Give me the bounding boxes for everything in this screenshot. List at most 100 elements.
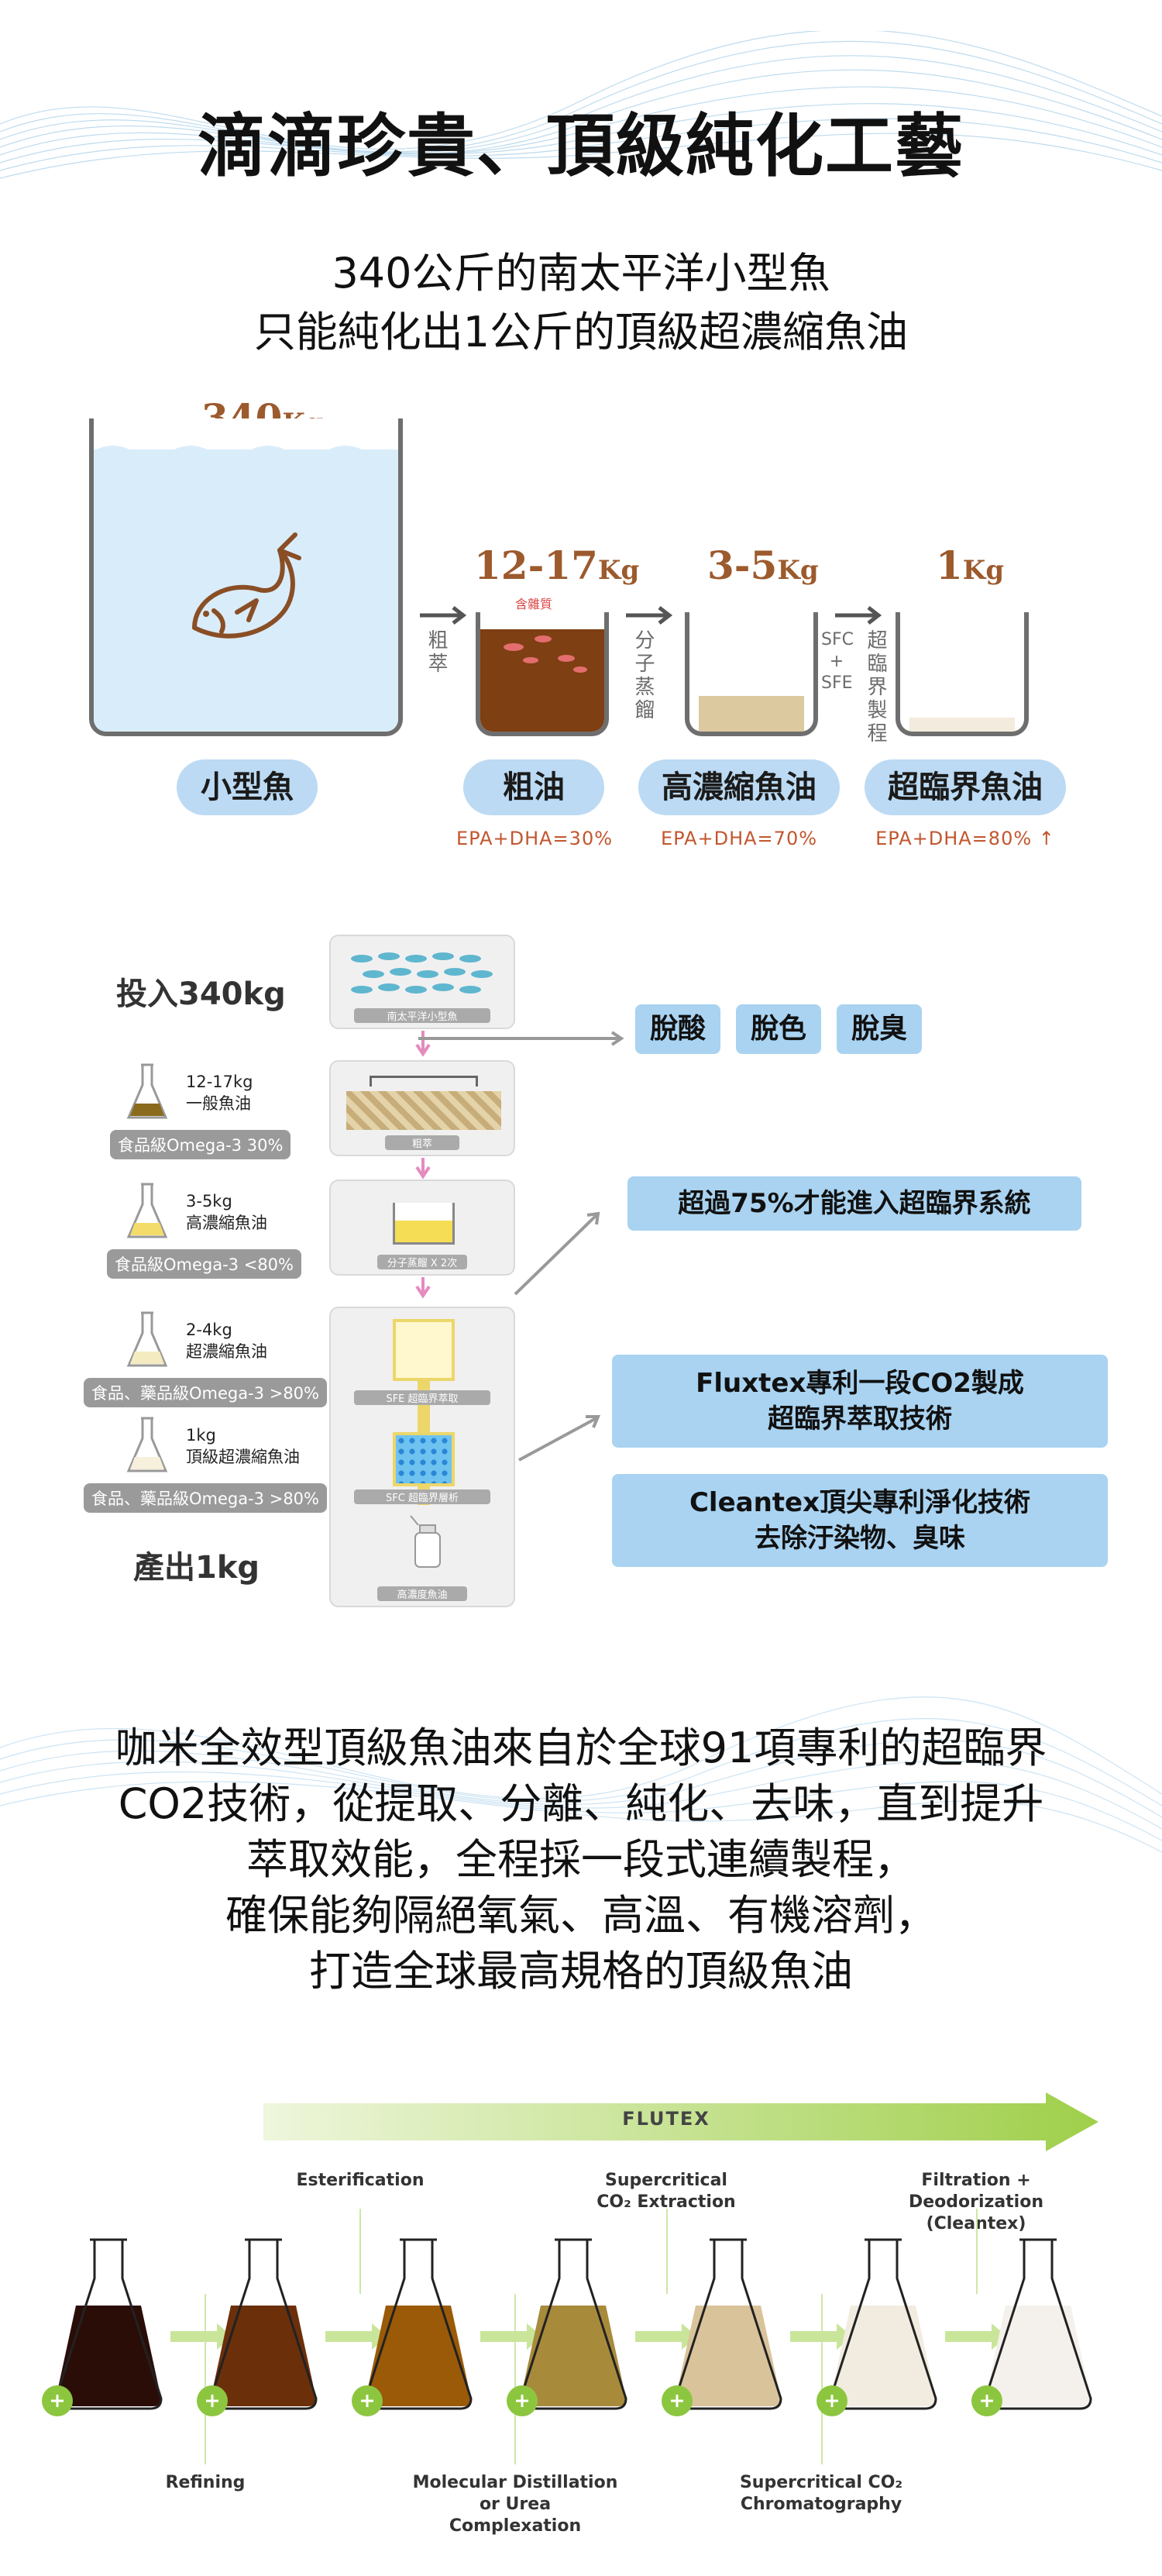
box-caption: 粗萃 <box>385 1135 459 1150</box>
box-caption: 高濃度魚油 <box>377 1586 467 1601</box>
input-amount: 投入340kg <box>116 976 286 1012</box>
process-label-supercritical: 超臨界製程 <box>864 629 887 746</box>
epa-value-concentrated: EPA+DHA=70% <box>660 828 818 849</box>
arrow-right-icon <box>170 2323 232 2350</box>
beaker-concentrated <box>685 612 818 736</box>
process-flask <box>662 2238 782 2416</box>
process-box-distillation: 分子蒸餾 X 2次 <box>329 1180 515 1276</box>
guide-line <box>205 2294 206 2464</box>
stage-label-concentrated: 高濃縮魚油 <box>638 759 840 815</box>
bottom-label-refining: Refining <box>165 2473 246 2492</box>
output-amount: 產出1kg <box>133 1550 260 1586</box>
flask-icon <box>126 1183 168 1238</box>
beaker-crude-oil <box>476 612 609 736</box>
arrow-down-icon <box>415 1277 431 1299</box>
flask-item-3: 2-4kg 超濃縮魚油 食品、藥品級Omega-3 >80% <box>84 1310 327 1407</box>
process-flask <box>352 2238 473 2416</box>
process-box-fish: 南太平洋小型魚 <box>329 935 515 1029</box>
process-label-distillation: 分子蒸餾 <box>631 629 655 722</box>
beaker-supercritical <box>896 612 1029 736</box>
arrow-right-icon <box>635 2323 697 2350</box>
top-label-esterification: Esterification <box>296 2171 425 2190</box>
flutex-label: FLUTEX <box>622 2108 710 2130</box>
beaker-fish <box>89 418 403 736</box>
stage-label-crude: 粗油 <box>463 759 604 815</box>
grade-tag: 食品、藥品級Omega-3 >80% <box>84 1483 327 1513</box>
note-cleantex-line1: Cleantex頂尖專利淨化技術 <box>689 1487 1031 1518</box>
flask-weight: 1kg <box>186 1426 216 1445</box>
process-box-crude: 粗萃 <box>329 1060 515 1156</box>
process-flask <box>971 2238 1092 2416</box>
flask-desc: 高濃縮魚油 <box>186 1214 267 1232</box>
process-flask <box>197 2238 318 2416</box>
note-threshold: 超過75%才能進入超臨界系統 <box>627 1176 1081 1231</box>
process-label-sfc: SFC + SFE <box>821 630 854 693</box>
page-title: 滴滴珍貴、頂級純化工藝 <box>197 106 964 186</box>
description-paragraph: 咖米全效型頂級魚油來自於全球91項專利的超臨界 CO2技術，從提取、分離、純化、… <box>0 1720 1162 1999</box>
arrow-right-icon <box>480 2323 542 2350</box>
intro-line-1: 340公斤的南太平洋小型魚 <box>332 249 830 298</box>
box-caption: SFE 超臨界萃取 <box>354 1390 490 1405</box>
flask-item-1: 12-17kg 一般魚油 食品級Omega-3 30% <box>110 1062 302 1159</box>
connector-lines <box>418 1031 624 1462</box>
impurity-label: 含雜質 <box>515 597 553 611</box>
box-caption: 南太平洋小型魚 <box>354 1008 490 1023</box>
wave-decoration-middle <box>0 1666 1162 1899</box>
box-caption: 分子蒸餾 X 2次 <box>377 1255 467 1269</box>
arrow-right-icon <box>626 606 673 625</box>
arrow-right-icon <box>790 2323 852 2350</box>
process-flask <box>42 2238 163 2416</box>
stage-weight-2: 12-17Kg <box>474 542 640 588</box>
box-caption: SFC 超臨界層析 <box>354 1489 490 1504</box>
flask-icon <box>126 1311 168 1367</box>
flask-weight: 3-5kg <box>186 1192 232 1211</box>
paragraph-line: 打造全球最高規格的頂級魚油 <box>309 1947 853 1996</box>
note-cleantex-line2: 去除汙染物、臭味 <box>755 1523 965 1554</box>
pipeline-flasks <box>42 2238 1092 2416</box>
arrow-right-icon <box>325 2323 387 2350</box>
flask-item-4: 1kg 頂級超濃縮魚油 食品、藥品級Omega-3 >80% <box>84 1415 327 1513</box>
note-cleantex: Cleantex頂尖專利淨化技術 去除汙染物、臭味 <box>612 1474 1108 1567</box>
paragraph-line: CO2技術，從提取、分離、純化、去味，直到提升 <box>118 1779 1044 1828</box>
fish-icon <box>192 532 301 639</box>
stage-weight-4: 1Kg <box>936 542 1005 588</box>
flask-icon <box>126 1063 168 1119</box>
process-flask <box>816 2238 937 2416</box>
treatment-deodor: 脫臭 <box>837 1004 922 1054</box>
stage-label-supercritical: 超臨界魚油 <box>865 759 1066 815</box>
guide-line <box>976 2209 978 2294</box>
process-box-supercritical: SFE 超臨界萃取 SFC 超臨界層析 高濃度魚油 <box>329 1307 515 1607</box>
process-label-crude: 粗萃 <box>425 629 448 676</box>
arrow-right-icon <box>835 606 882 625</box>
epa-value-crude: EPA+DHA=30% <box>456 828 614 849</box>
arrow-down-icon <box>415 1158 431 1180</box>
top-label-filtration: Filtration +Deodorization (Cleantex) <box>908 2171 1044 2233</box>
grade-tag: 食品、藥品級Omega-3 >80% <box>84 1378 327 1407</box>
stage-weight-3: 3-5Kg <box>707 542 819 588</box>
guide-line <box>821 2294 823 2464</box>
note-fluxtex-line2: 超臨界萃取技術 <box>768 1403 952 1434</box>
grade-tag: 食品級Omega-3 30% <box>110 1130 291 1159</box>
process-flask <box>507 2238 627 2416</box>
paragraph-line: 萃取效能，全程採一段式連續製程， <box>246 1835 916 1884</box>
flask-desc: 超濃縮魚油 <box>186 1342 267 1361</box>
flask-weight: 2-4kg <box>186 1321 232 1339</box>
flutex-banner-arrow <box>263 2092 1098 2151</box>
paragraph-line: 確保能夠隔絕氧氣、高溫、有機溶劑， <box>225 1891 937 1940</box>
stage-label-fish: 小型魚 <box>177 759 318 815</box>
arrow-right-icon <box>420 606 467 625</box>
flask-weight: 12-17kg <box>186 1073 253 1091</box>
treatment-decolor: 脫色 <box>736 1004 821 1054</box>
flask-desc: 一般魚油 <box>186 1094 251 1113</box>
guide-line <box>359 2209 361 2294</box>
note-fluxtex-line1: Fluxtex專利一段CO2製成 <box>696 1368 1024 1399</box>
flask-desc: 頂級超濃縮魚油 <box>186 1448 300 1466</box>
paragraph-line: 咖米全效型頂級魚油來自於全球91項專利的超臨界 <box>115 1724 1047 1772</box>
flask-icon <box>126 1417 168 1472</box>
bottle-icon <box>410 1515 441 1568</box>
arrow-right-icon <box>945 2323 1007 2350</box>
